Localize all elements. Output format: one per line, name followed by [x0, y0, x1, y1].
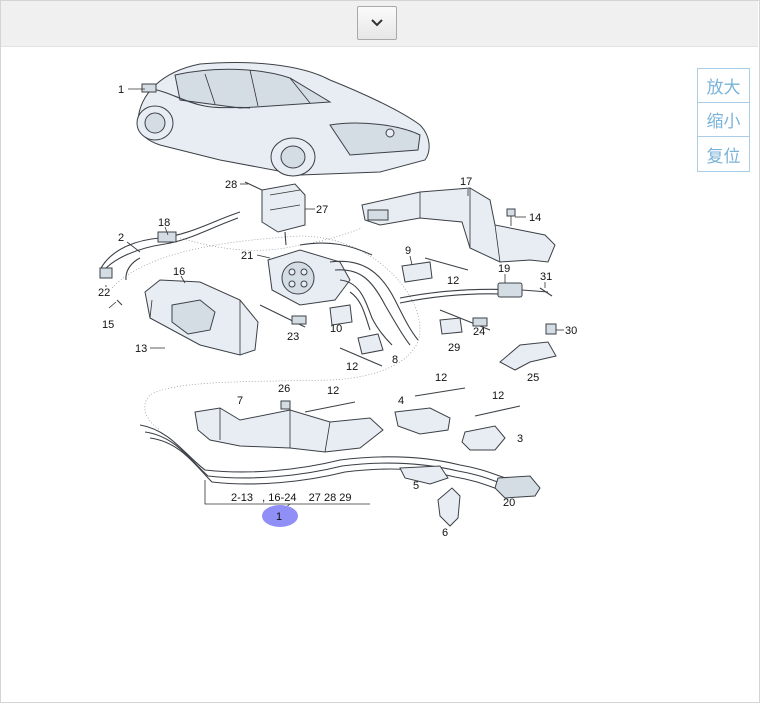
callout-12e: 12 [492, 390, 504, 402]
callout-31: 31 [540, 271, 552, 283]
lower-components [280, 387, 521, 527]
zoom-in-button[interactable]: 放大 [698, 69, 749, 103]
callout-15: 15 [102, 319, 114, 331]
callout-22: 22 [98, 287, 110, 299]
lower-harness [139, 407, 541, 499]
callout-13: 13 [135, 343, 147, 355]
callout-9: 9 [405, 245, 411, 257]
callout-12a: 12 [447, 275, 459, 287]
callout-26: 26 [278, 383, 290, 395]
callout-3: 3 [517, 433, 523, 445]
part-27-module [244, 181, 306, 246]
callout-27: 27 [316, 204, 328, 216]
part-21-charging-socket [267, 249, 351, 306]
toolbar [1, 1, 758, 47]
callout-10: 10 [330, 323, 342, 335]
callout-12c: 12 [435, 372, 447, 384]
callout-28: 28 [225, 179, 237, 191]
dropdown-button[interactable] [357, 6, 397, 40]
callout-14: 14 [529, 212, 541, 224]
zoom-out-button[interactable]: 缩小 [698, 103, 749, 137]
callout-16: 16 [173, 266, 185, 278]
part-14-bolt [506, 208, 516, 226]
callout-20: 20 [503, 497, 515, 509]
callout-8: 8 [392, 354, 398, 366]
callout-23: 23 [287, 331, 299, 343]
leader-lines [105, 88, 564, 349]
parts-diagram: 1 28 27 17 14 18 2 21 9 19 31 16 12 22 1… [98, 62, 577, 539]
callout-12d: 12 [327, 385, 339, 397]
vehicle-illustration [136, 62, 430, 177]
callout-17: 17 [460, 176, 472, 188]
reset-zoom-button[interactable]: 复位 [706, 146, 741, 167]
selected-part-marker[interactable] [262, 505, 298, 527]
callout-24: 24 [473, 326, 485, 338]
part-16-plate [144, 279, 259, 356]
callout-19: 19 [498, 263, 510, 275]
wiring-outline [179, 227, 363, 251]
zoom-controls: 放大 缩小 复位 [697, 68, 750, 172]
callout-18: 18 [158, 217, 170, 229]
selected-part-number: 1 [276, 511, 282, 523]
callout-6: 6 [442, 527, 448, 539]
callout-25: 25 [527, 372, 539, 384]
callout-30: 30 [565, 325, 577, 337]
callout-21: 21 [241, 250, 253, 262]
callout-29: 29 [448, 342, 460, 354]
chevron-down-icon [371, 19, 383, 27]
callout-5: 5 [413, 480, 419, 492]
part-17-bracket [361, 187, 556, 263]
clips [259, 257, 491, 367]
part-25-30-31-bracket [499, 287, 557, 371]
harness-group-ranges: 2-13 , 16-24 27 28 29 [231, 492, 351, 504]
callout-4: 4 [398, 395, 404, 407]
callout-1: 1 [118, 84, 124, 96]
harness-outline [111, 235, 421, 431]
callout-2: 2 [118, 232, 124, 244]
callout-12b: 12 [346, 361, 358, 373]
callout-7: 7 [237, 395, 243, 407]
upper-harness [299, 242, 549, 346]
